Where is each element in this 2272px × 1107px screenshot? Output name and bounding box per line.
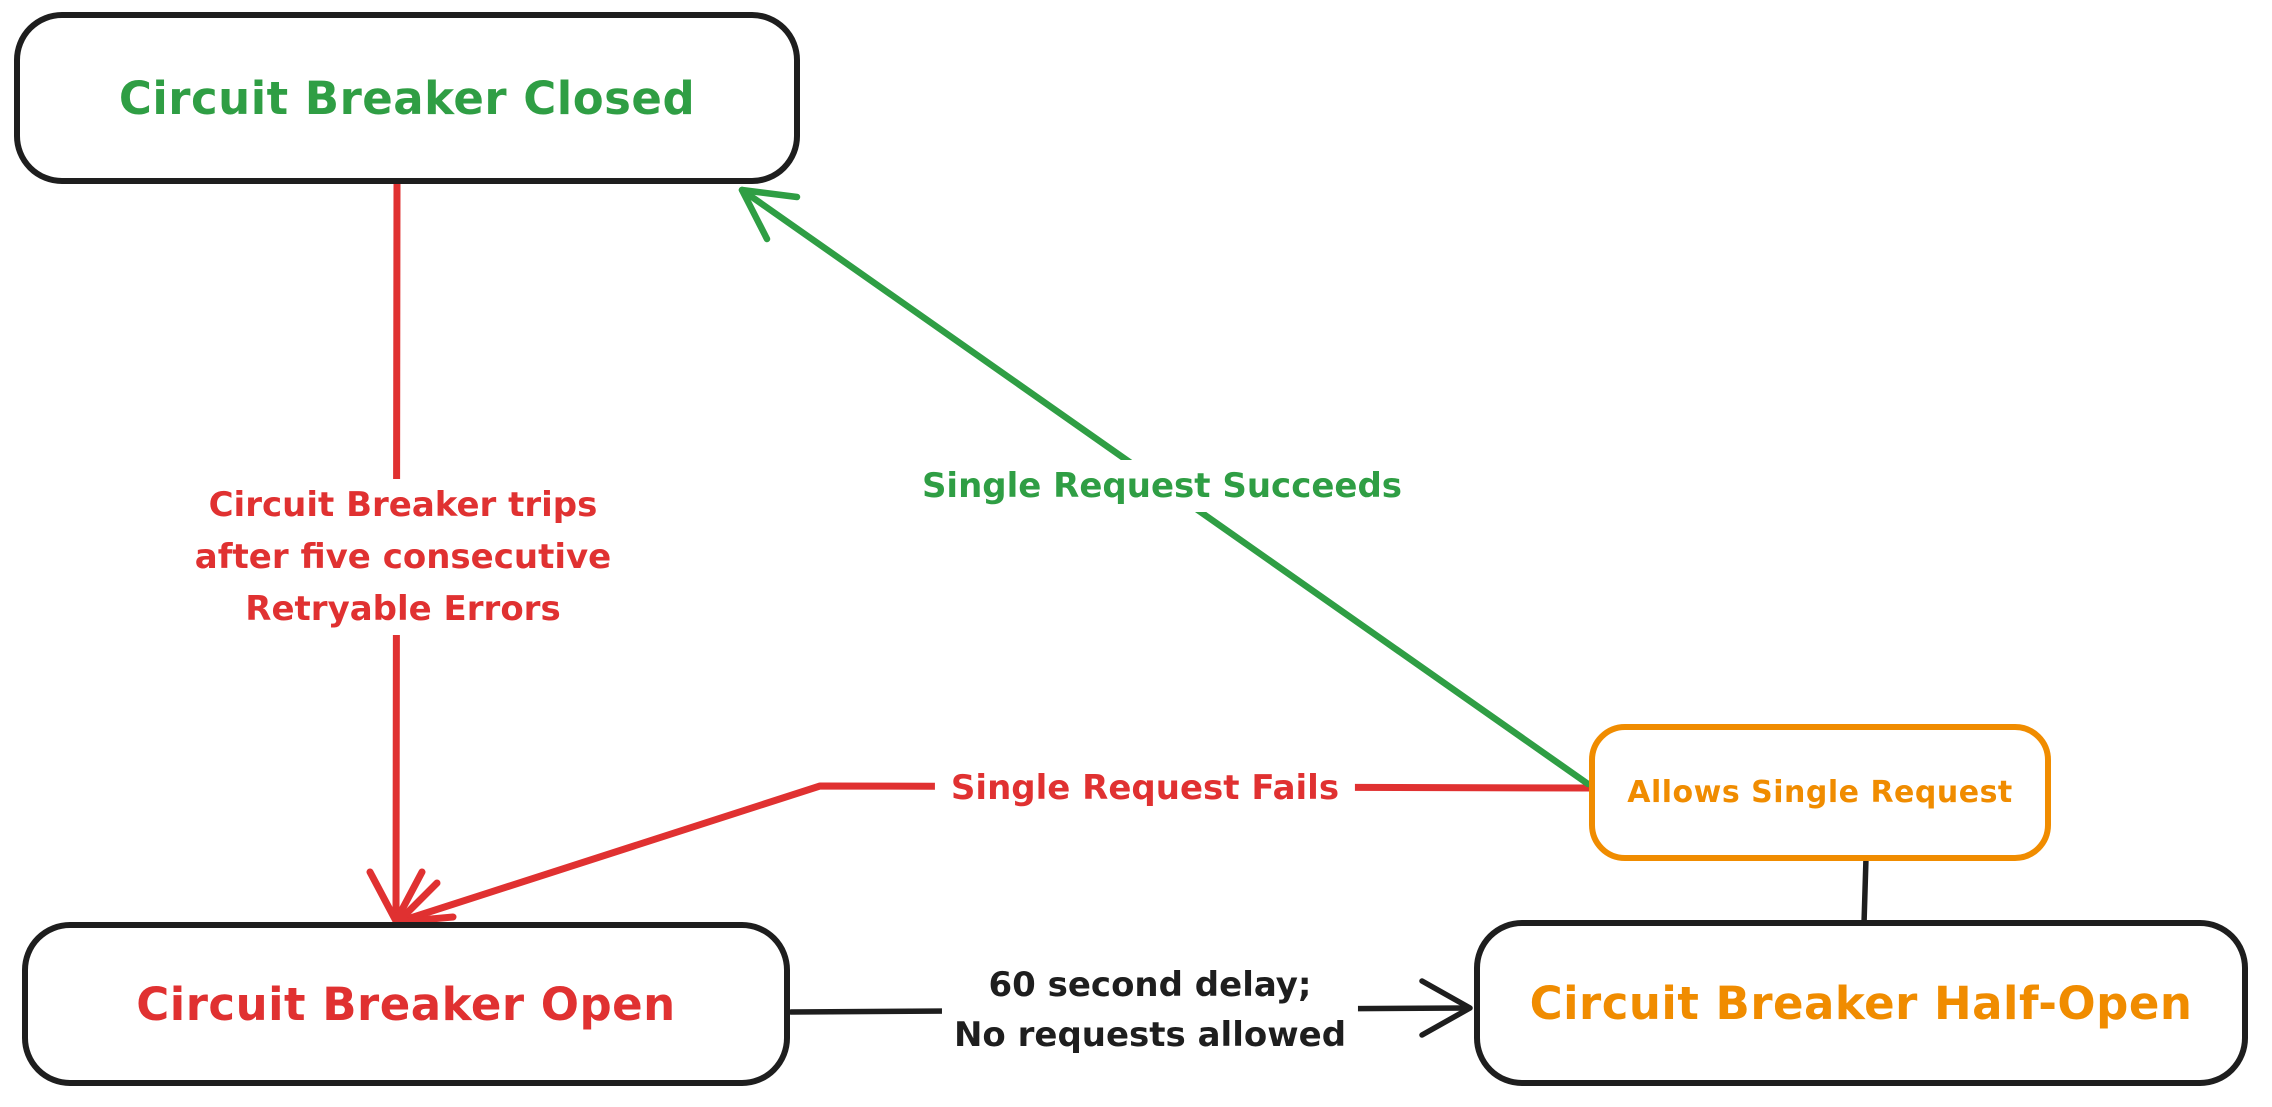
edge-allows-connector [1861, 855, 1869, 927]
allows-single-request-label: Allows Single Request [1627, 775, 2013, 810]
transition-delay-label: 60 second delay; No requests allowed [941, 960, 1359, 1060]
state-half-open-label: Circuit Breaker Half-Open [1529, 976, 2193, 1030]
state-circuit-breaker-open: Circuit Breaker Open [22, 922, 790, 1086]
state-allows-single-request: Allows Single Request [1589, 724, 2051, 861]
transition-trip-label: Circuit Breaker trips after five consecu… [182, 479, 624, 635]
trip-label-line2: after five consecutive [194, 537, 612, 577]
edge-success-arrowhead [738, 186, 801, 243]
state-closed-label: Circuit Breaker Closed [118, 71, 696, 125]
delay-label-line1: 60 second delay; [988, 965, 1312, 1005]
delay-label-line2: No requests allowed [953, 1015, 1347, 1055]
edge-delay-arrowhead [1419, 978, 1473, 1038]
state-open-label: Circuit Breaker Open [136, 977, 676, 1031]
state-circuit-breaker-half-open: Circuit Breaker Half-Open [1474, 920, 2248, 1086]
transition-success-label: Single Request Succeeds [909, 460, 1415, 512]
trip-label-line1: Circuit Breaker trips [208, 485, 598, 525]
state-circuit-breaker-closed: Circuit Breaker Closed [14, 12, 800, 184]
transition-fail-label: Single Request Fails [934, 762, 1356, 814]
trip-label-line3: Retryable Errors [245, 589, 561, 629]
